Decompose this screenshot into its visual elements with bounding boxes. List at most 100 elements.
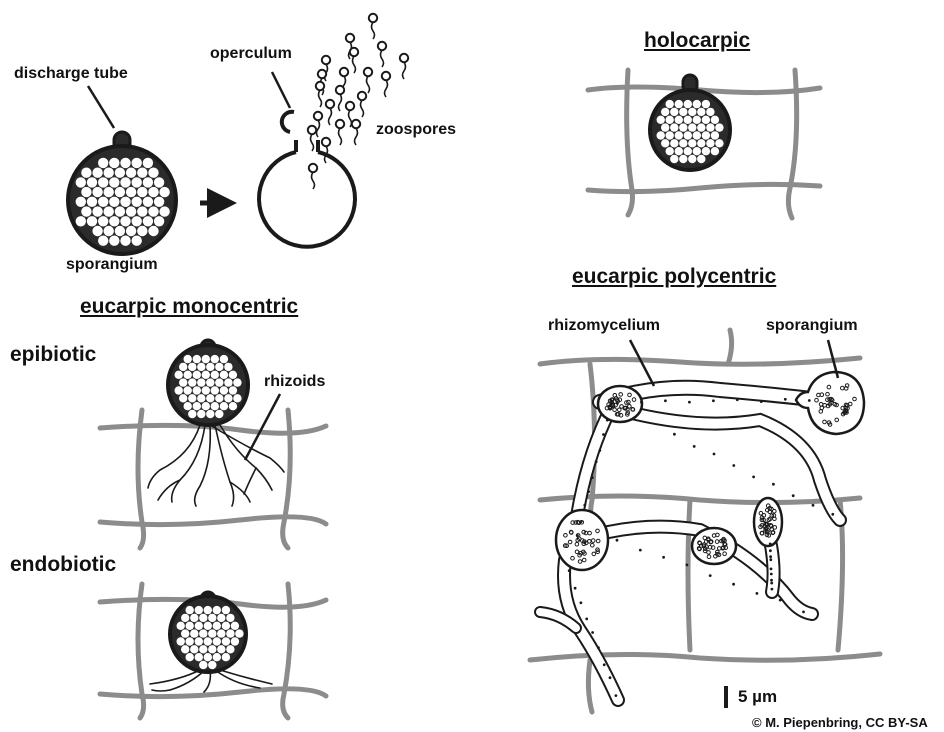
spore <box>92 206 102 216</box>
spore <box>98 177 108 187</box>
spore <box>215 410 223 418</box>
spore <box>177 637 185 645</box>
spore <box>697 108 705 116</box>
spore <box>202 355 210 363</box>
spore <box>193 386 201 394</box>
spore <box>148 168 158 178</box>
spore <box>188 410 196 418</box>
spore <box>715 139 723 147</box>
spore <box>229 371 237 379</box>
sporangium-empty <box>259 112 355 247</box>
spore <box>197 378 205 386</box>
spore <box>199 614 207 622</box>
spore <box>132 236 142 246</box>
spore <box>109 177 119 187</box>
spore <box>213 622 221 630</box>
rhizomycelium-pointer <box>630 340 654 386</box>
spore <box>190 629 198 637</box>
label-operculum: operculum <box>210 46 292 62</box>
spore <box>181 645 189 653</box>
spore <box>186 622 194 630</box>
spore <box>693 116 701 124</box>
spore <box>684 147 692 155</box>
spore <box>657 131 665 139</box>
spore <box>697 139 705 147</box>
spore <box>195 622 203 630</box>
spore <box>220 371 228 379</box>
spore <box>177 622 185 630</box>
spore <box>199 645 207 653</box>
spore <box>126 168 136 178</box>
spore <box>159 206 169 216</box>
spore <box>109 197 119 207</box>
discharge-tube-pointer <box>88 86 114 128</box>
zoospore <box>308 126 316 151</box>
spore <box>193 371 201 379</box>
spore <box>197 363 205 371</box>
spore <box>220 402 228 410</box>
spore <box>81 206 91 216</box>
epibiotic-cell <box>100 410 326 548</box>
spore <box>104 187 114 197</box>
spore <box>688 123 696 131</box>
spore <box>208 661 216 669</box>
spore <box>226 614 234 622</box>
spore <box>684 100 692 108</box>
spore <box>148 187 158 197</box>
spore <box>204 653 212 661</box>
spore <box>202 386 210 394</box>
spore <box>186 637 194 645</box>
zoospore <box>382 72 390 97</box>
spore <box>204 606 212 614</box>
spore <box>229 386 237 394</box>
spore <box>179 363 187 371</box>
label-endobiotic: endobiotic <box>10 554 116 575</box>
spore <box>213 653 221 661</box>
spore <box>217 614 225 622</box>
operculum-lid <box>282 112 294 132</box>
spore <box>666 100 674 108</box>
spore <box>226 629 234 637</box>
spore <box>137 187 147 197</box>
spore <box>208 614 216 622</box>
spore <box>179 378 187 386</box>
zoospore <box>358 92 366 117</box>
spore <box>120 216 130 226</box>
spore <box>688 155 696 163</box>
spore <box>657 116 665 124</box>
heading-eucarpic-monocentric: eucarpic monocentric <box>80 296 298 317</box>
spore <box>211 355 219 363</box>
spore <box>193 402 201 410</box>
spore <box>126 206 136 216</box>
spore <box>702 116 710 124</box>
epibiotic-rhizoids <box>148 425 284 506</box>
spore <box>711 116 719 124</box>
spore <box>184 355 192 363</box>
spore <box>104 206 114 216</box>
zoospore <box>400 54 408 79</box>
spore <box>115 226 125 236</box>
spore <box>222 637 230 645</box>
spore <box>126 226 136 236</box>
spore <box>148 206 158 216</box>
spore <box>208 645 216 653</box>
spore <box>706 108 714 116</box>
spore <box>675 100 683 108</box>
zoospore <box>309 164 317 189</box>
spore <box>81 187 91 197</box>
spore <box>688 108 696 116</box>
rhizoids-pointer <box>245 394 280 460</box>
spore <box>109 158 119 168</box>
spore <box>137 168 147 178</box>
spore <box>220 355 228 363</box>
zoospore <box>350 48 358 73</box>
spore <box>211 402 219 410</box>
spore <box>670 123 678 131</box>
spore <box>666 147 674 155</box>
spore <box>154 197 164 207</box>
zoospore <box>352 120 360 145</box>
spore <box>126 187 136 197</box>
spore <box>137 206 147 216</box>
spore <box>206 378 214 386</box>
